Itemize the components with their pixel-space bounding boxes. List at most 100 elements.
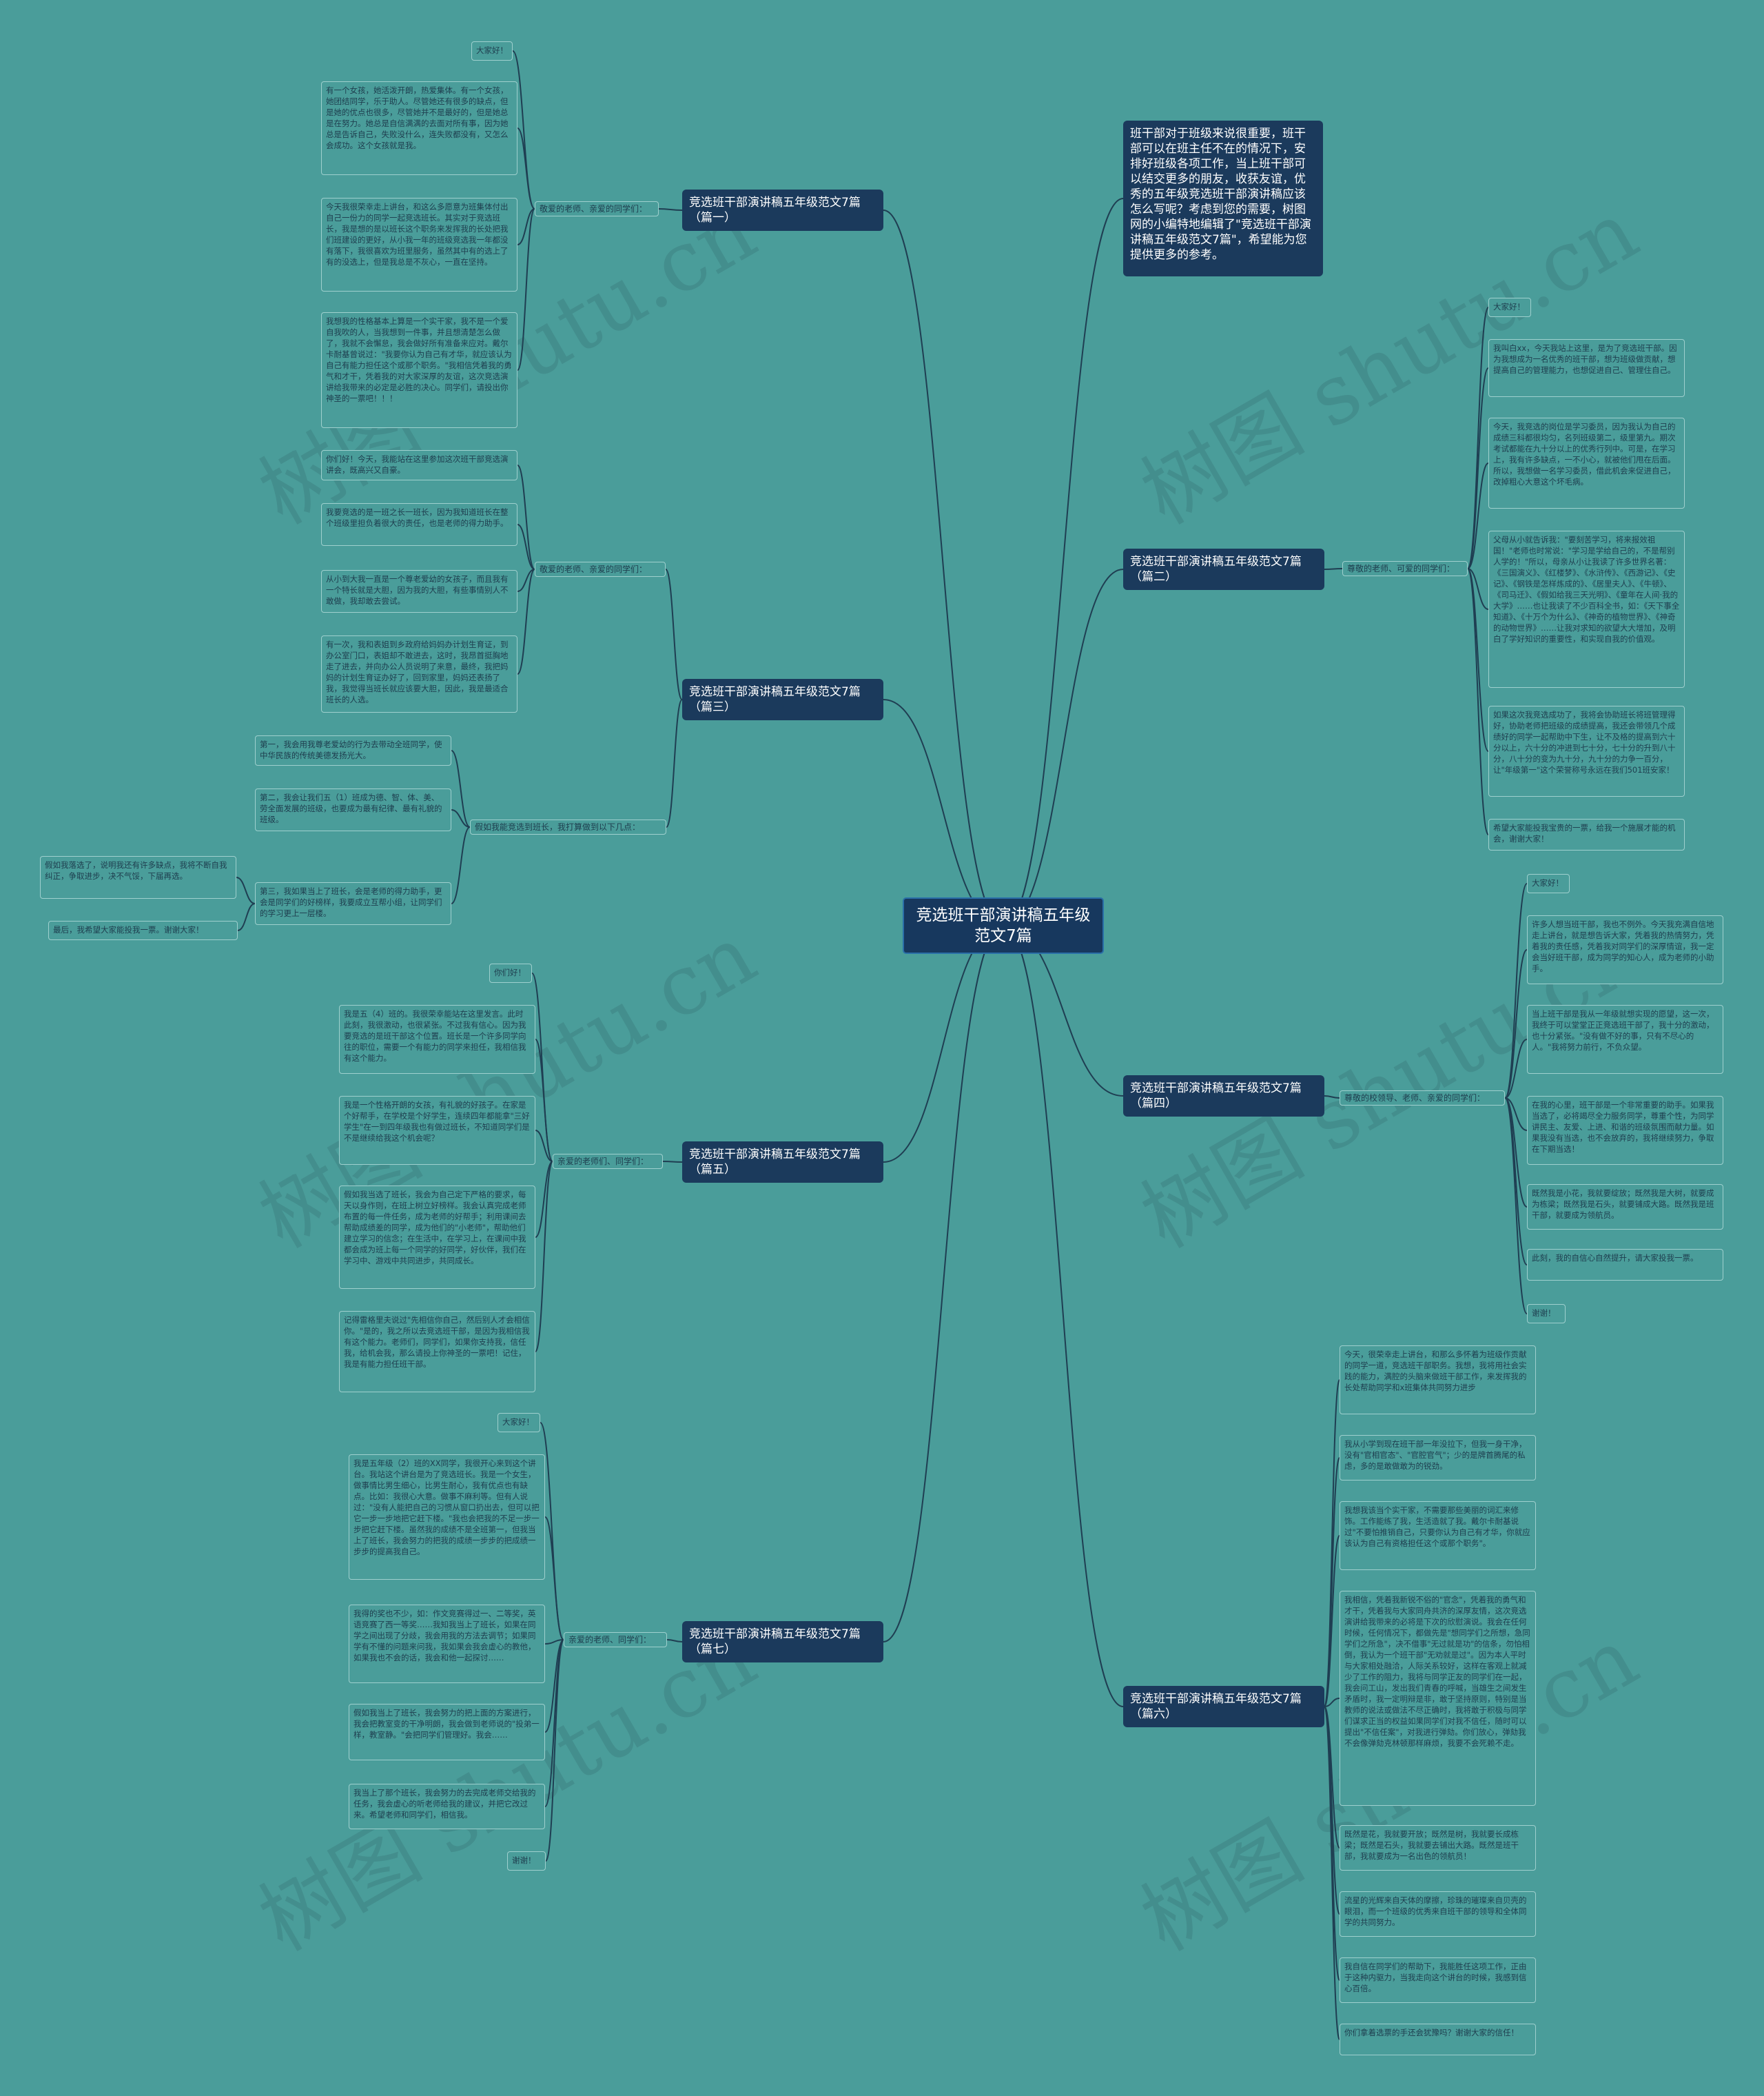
connector [1324,1457,1340,1707]
root-topic[interactable]: 竞选班干部演讲稿五年级范文7篇 [903,897,1104,954]
leaf-4-4[interactable]: 既然我是小花，我就要绽放；既然我是大树，就要成为栋梁；既然我是石头，就要铺成大路… [1527,1184,1723,1230]
connector [883,699,1004,926]
leaf-7-3[interactable]: 假如我当上了班长，我会努力的把上面的方案进行，我会把教室变的干净明朗，我会做到老… [349,1704,545,1760]
connector [665,569,683,700]
connector [535,1039,553,1162]
connector [236,877,256,904]
leaf-6-5[interactable]: 流星的光辉来自天体的摩擦，珍珠的璀璨来自贝壳的眼泪，而一个班级的优秀来自班干部的… [1340,1891,1536,1937]
leaf-6-2[interactable]: 我想我该当个实干家，不需要那些美丽的词汇来修饰。工作能练了我，生活造就了我。戴尔… [1340,1501,1536,1570]
connector [544,1639,564,1807]
leaf-3-8[interactable]: 最后，我希望大家能投我一票。谢谢大家！ [48,921,238,940]
leaf-7-4[interactable]: 我当上了那个班长，我会努力的去完成老师交给我的任务，我会虚心的听老师给我的建议，… [349,1784,545,1829]
leaf-6-0[interactable]: 今天，很荣幸走上讲台，和那么多怀着为班级作贡献的同学一道，竞选班干部职务。我想，… [1340,1345,1536,1414]
connector [517,128,535,210]
connector [662,1161,683,1163]
leaf-4-5[interactable]: 此刻，我的自信心自然提升，请大家投我一票。 [1527,1249,1723,1281]
connector [517,208,535,245]
leaf-3-1[interactable]: 我要竞选的是一班之长一班长，因为我知道班长在整个班级里担负着很大的责任，也是老师… [321,503,517,546]
connector [535,1161,553,1238]
connector [666,699,683,828]
connector [1003,925,1124,1707]
branch-pian-2[interactable]: 竞选班干部演讲稿五年级范文7篇（篇二） [1123,549,1324,590]
connector [1324,1698,1340,1707]
leaf-1-1[interactable]: 有一个女孩，她活泼开朗，热爱集体。有一个女孩，她团结同学，乐于助人。尽管她还有很… [321,81,517,175]
leaf-5-4[interactable]: 记得雷格里夫说过"先相信你自己，然后别人才会相信你。"是的，我之所以去竞选班干部… [339,1311,535,1392]
connector [517,524,535,570]
leaf-5-3[interactable]: 假如我当选了班长，我会为自己定下严格的要求，每天以身作则，在班上树立好榜样。我会… [339,1186,535,1289]
leaf-1-3[interactable]: 我想我的性格基本上算是一个实干家，我不是一个爱自我吹的人，当我想到一件事，并且想… [321,312,517,428]
connector [1504,1039,1528,1099]
leaf-6-4[interactable]: 既然是花，我就要开放；既然是树，我就要长成栋梁；既然是石头，我就要去铺出大路。既… [1340,1825,1536,1871]
leaf-5-1[interactable]: 我是五（4）班的。我很荣幸能站在这里发言。此时此刻，我很激动，也很紧张。不过我有… [339,1005,535,1074]
connector [517,569,535,592]
leaf-3-4[interactable]: 第一，我会用我尊老爱幼的行为去带动全班同学，使中华民族的传统美德发扬光大。 [255,735,451,766]
branch-pian-7[interactable]: 竞选班干部演讲稿五年级范文7篇（篇七） [682,1621,883,1662]
connector [883,210,1004,926]
mid-plan-3[interactable]: 假如我能竞选到班长，我打算做到以下几点： [470,820,666,835]
connector [517,208,535,371]
connector [535,1130,553,1162]
mid-greeting-3[interactable]: 敬爱的老师、亲爱的同学们： [535,562,666,577]
leaf-1-2[interactable]: 今天我很荣幸走上讲台，和这么多愿意为班集体付出自己一份力的同学一起竞选班长。其实… [321,198,517,292]
connector [545,1639,564,1862]
leaf-3-7[interactable]: 假如我落选了，说明我还有许多缺点，我将不断自我纠正，争取进步，决不气馁，下届再选… [40,856,236,899]
leaf-6-6[interactable]: 我自信在同学们的帮助下，我能胜任这项工作，正由于这种内驱力，当我走向这个讲台的时… [1340,1957,1536,2003]
mid-greeting-5[interactable]: 亲爱的老师们、同学们： [553,1154,663,1169]
connector [535,1161,553,1352]
leaf-3-3[interactable]: 有一次，我和表姐到乡政府给妈妈办计划生育证，到办公室门口，表姐却不敢进去，这时，… [321,635,517,713]
connector [666,1639,683,1642]
connector [1467,367,1489,569]
connector [517,569,535,675]
leaf-2-1[interactable]: 我叫白xx，今天我站上这里，是为了竞选班干部。因为我想成为一名优秀的班干部，想为… [1488,339,1685,397]
leaf-3-0[interactable]: 你们好！今天，我能站在这里参加这次班干部竞选演讲会，既高兴又自豪。 [321,450,517,480]
connector [1504,1097,1528,1314]
branch-pian-1[interactable]: 竞选班干部演讲稿五年级范文7篇（篇一） [682,190,883,231]
leaf-7-2[interactable]: 我得的奖也不少，如：作文竞赛得过一、二等奖，英语竞赛了西一等奖……我知我当上了班… [349,1605,545,1683]
leaf-4-6[interactable]: 谢谢！ [1527,1304,1566,1323]
mid-greeting-2[interactable]: 尊敬的老师、可爱的同学们： [1342,561,1468,576]
leaf-5-0[interactable]: 你们好！ [489,964,532,983]
leaf-3-2[interactable]: 从小到大我一直是一个尊老爱幼的女孩子，而且我有一个特长就是大胆，因为我的大胆，有… [321,570,517,613]
leaf-2-3[interactable]: 父母从小就告诉我："要刻苦学习，将来报效祖国！"老师也时常说："学习是学给自己的… [1488,531,1685,688]
branch-pian-3[interactable]: 竞选班干部演讲稿五年级范文7篇（篇三） [682,679,883,720]
leaf-7-5[interactable]: 谢谢！ [507,1851,546,1871]
branch-pian-6[interactable]: 竞选班干部演讲稿五年级范文7篇（篇六） [1123,1686,1324,1727]
connector [1467,568,1489,835]
connector [1504,1097,1528,1131]
branch-pian-5[interactable]: 竞选班干部演讲稿五年级范文7篇（篇五） [682,1141,883,1183]
leaf-7-1[interactable]: 我是五年级（2）班的XX同学，我很开心来到这个讲台。我站这个讲台是为了竞选班长。… [349,1454,545,1580]
leaf-4-0[interactable]: 大家好！ [1527,874,1570,893]
connector [451,826,471,904]
branch-pian-4[interactable]: 竞选班干部演讲稿五年级范文7篇（篇四） [1123,1075,1324,1117]
mid-greeting-7[interactable]: 亲爱的老师、同学们： [564,1632,667,1647]
connector [658,208,683,211]
leaf-2-4[interactable]: 如果这次我竞选成功了，我将会协助班长将班管理得好，协助老师把班级的成绩提高，我还… [1488,706,1685,797]
leaf-7-0[interactable]: 大家好！ [498,1413,540,1432]
leaf-4-1[interactable]: 许多人想当班干部，我也不例外。今天我充满自信地走上讲台，就是想告诉大家，凭着我的… [1527,915,1723,984]
connector [1467,568,1489,610]
connector [883,925,1004,1642]
connector [1467,568,1489,752]
leaf-3-6[interactable]: 第三，我如果当上了班长，会是老师的得力助手，更会是同学们的好榜样，我要成立互帮小… [255,882,451,925]
leaf-4-2[interactable]: 当上班干部是我从一年级就想实现的愿望，这一次，我终于可以堂堂正正竞选班干部了，我… [1527,1005,1723,1074]
mid-greeting-4[interactable]: 尊敬的校领导、老师、亲爱的同学们： [1340,1090,1505,1106]
mid-greeting-1[interactable]: 敬爱的老师、亲爱的同学们： [535,201,659,216]
connector [544,1516,564,1640]
leaf-3-5[interactable]: 第二，我会让我们五（1）班成为德、智、体、美、劳全面发展的班级，也要成为最有纪律… [255,788,451,831]
leaf-2-0[interactable]: 大家好！ [1488,298,1531,317]
leaf-6-1[interactable]: 我从小学到现在班干部一年没拉下，但我一身干净，没有"官相官态"、"官腔官气"；少… [1340,1435,1536,1481]
connector [1003,198,1124,926]
leaf-1-0[interactable]: 大家好！ [471,41,513,61]
leaf-6-7[interactable]: 你们拿着选票的手还会犹豫吗？谢谢大家的信任！ [1340,2024,1536,2055]
leaf-2-2[interactable]: 今天，我竞选的岗位是学习委员，因为我认为自己的成绩三科都很均匀，名列班级第二，级… [1488,418,1685,509]
leaf-4-3[interactable]: 在我的心里，班干部是一个非常重要的助手。如果我当选了，必将竭尽全力服务同学，尊重… [1527,1096,1723,1165]
connector [451,750,471,828]
connector [1324,1535,1340,1707]
leaf-6-3[interactable]: 我相信，凭着我新锐不俗的"官念"，凭着我的勇气和才干，凭着我与大家同舟共济的深厚… [1340,1591,1536,1806]
connector [544,1639,564,1733]
connector [451,809,471,828]
connector [1003,569,1124,926]
leaf-2-5[interactable]: 希望大家能投我宝贵的一票，给我一个施展才能的机会，谢谢大家！ [1488,819,1685,851]
leaf-5-2[interactable]: 我是一个性格开朗的女孩，有礼貌的好孩子。在家是个好帮手，在学校是个好学生，连续四… [339,1096,535,1165]
intro-node[interactable]: 班干部对于班级来说很重要，班干部可以在班主任不在的情况下，安排好班级各项工作，当… [1123,121,1323,276]
